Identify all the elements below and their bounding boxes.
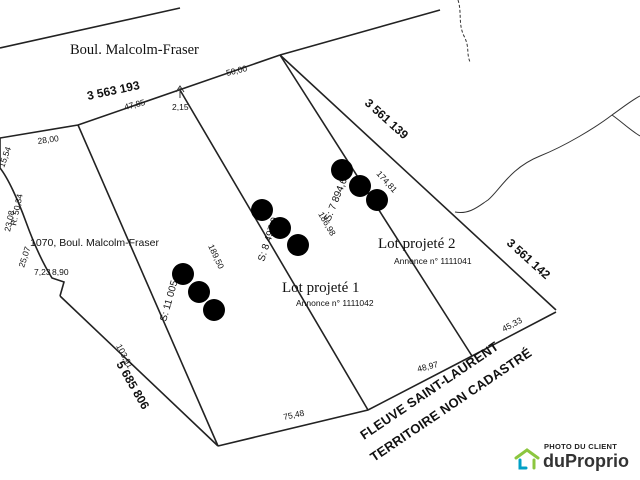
river-territory: TERRITOIRE NON CADASTRÉ	[367, 345, 534, 465]
road-south-edge-east	[279, 9, 441, 56]
dim-75-48: 75,48	[282, 408, 305, 422]
west-lot-outline	[0, 138, 65, 297]
dim-50: 50,00	[225, 63, 248, 78]
west-boundary	[59, 295, 219, 447]
duproprio-logo: PHOTO DU CLIENT duProprio	[514, 440, 636, 476]
river-boundary	[217, 311, 557, 447]
road-south-edge	[77, 54, 281, 126]
lot2-annonce: Annonce n° 1111041	[394, 256, 472, 266]
redaction-dot	[287, 234, 309, 256]
arrow-head-icon	[175, 85, 185, 93]
road-name: Boul. Malcolm-Fraser	[70, 42, 199, 58]
redaction-dot	[349, 175, 371, 197]
redaction-dot	[172, 263, 194, 285]
redaction-dot	[269, 217, 291, 239]
logo-brand: duProprio	[543, 451, 629, 471]
dim-8-90: 8,90	[52, 267, 69, 277]
dim-15-54: 15,54	[0, 145, 13, 169]
redaction-dot	[366, 189, 388, 211]
redaction-dot	[251, 199, 273, 221]
creek-line	[454, 95, 640, 214]
cadastre-lot-ne: 3 561 139	[362, 96, 411, 142]
redaction-dots	[172, 159, 388, 321]
redaction-dot	[188, 281, 210, 303]
dim-7-23: 7,23	[34, 267, 51, 277]
dim-28: 28,00	[37, 133, 60, 146]
redaction-dot	[331, 159, 353, 181]
east-boundary	[279, 54, 557, 311]
dim-2-15: 2,15	[172, 102, 189, 112]
lot1-title: Lot projeté 1	[282, 280, 359, 296]
logo-caption: PHOTO DU CLIENT	[544, 442, 618, 451]
cadastre-lot-w: 5 685 806	[113, 359, 152, 413]
lot1-west-line	[77, 124, 219, 447]
road-south-edge-west	[0, 124, 79, 139]
dim-23-08: 23,08	[2, 209, 16, 232]
house-logo-icon	[514, 448, 540, 470]
lot1-annonce: Annonce n° 1111042	[296, 298, 374, 308]
road-north-edge	[0, 7, 181, 49]
creek-branch	[611, 114, 640, 137]
cadastre-lot-e: 3 561 142	[504, 236, 553, 282]
dim-48-97: 48,97	[416, 359, 439, 374]
lot2-title: Lot projeté 2	[378, 236, 455, 252]
address-label: 1070, Boul. Malcolm-Fraser	[30, 237, 159, 249]
redaction-dot	[203, 299, 225, 321]
dim-47-85: 47,85	[123, 97, 146, 112]
dim-189-50: 189,50	[206, 243, 226, 271]
lot2-area: S: 7 894,6	[323, 176, 350, 223]
lot1-east-line	[179, 89, 369, 411]
dashed-boundary	[457, 0, 471, 63]
